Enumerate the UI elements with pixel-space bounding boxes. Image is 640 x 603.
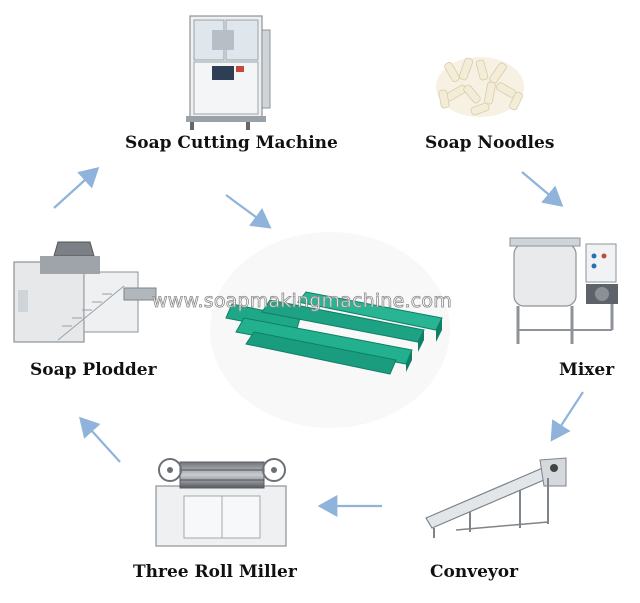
arrow-cutting-to-product bbox=[225, 194, 272, 229]
label-soap-noodles: Soap Noodles bbox=[425, 133, 555, 153]
soap-plodder-illustration bbox=[13, 241, 157, 343]
arrow-mixer-to-conveyor bbox=[550, 391, 584, 442]
arrow-noodles-to-mixer bbox=[521, 171, 564, 207]
soap-cutting-machine-illustration bbox=[186, 15, 271, 130]
watermark-text: www.soapmakingmachine.com bbox=[152, 290, 453, 313]
green-soap-bars-illustration bbox=[210, 232, 450, 428]
arrow-miller-to-plodder bbox=[79, 416, 121, 463]
label-soap-cutting-machine: Soap Cutting Machine bbox=[125, 133, 338, 153]
label-three-roll-miller: Three Roll Miller bbox=[133, 562, 297, 582]
conveyor-illustration bbox=[425, 457, 567, 538]
arrow-plodder-to-cutting bbox=[53, 167, 100, 209]
label-conveyor: Conveyor bbox=[430, 562, 519, 582]
label-soap-plodder: Soap Plodder bbox=[30, 360, 157, 380]
mixer-illustration bbox=[509, 237, 618, 344]
label-mixer: Mixer bbox=[559, 360, 615, 380]
three-roll-miller-illustration bbox=[155, 458, 287, 547]
soap-noodles-illustration bbox=[436, 57, 524, 117]
